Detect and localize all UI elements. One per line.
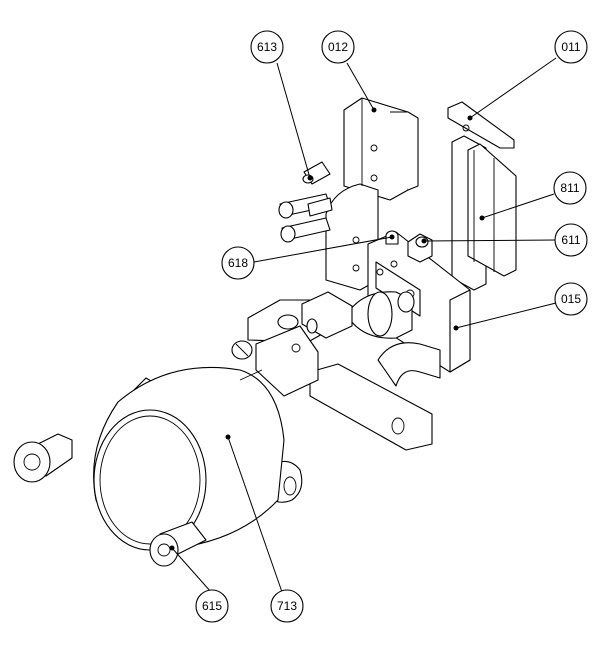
balloon-811: 811 xyxy=(553,171,587,205)
balloon-011-label: 011 xyxy=(561,40,580,54)
balloon-012-label: 012 xyxy=(328,40,348,54)
shaft-clamp xyxy=(231,291,415,397)
balloon-618: 618 xyxy=(221,246,255,280)
balloon-012: 012 xyxy=(321,30,355,64)
balloon-613-label: 613 xyxy=(257,40,277,54)
body-015 xyxy=(309,231,471,451)
screws-bracket xyxy=(278,193,333,243)
balloon-615-label: 615 xyxy=(202,599,222,613)
screw-611 xyxy=(407,233,433,263)
balloon-615: 615 xyxy=(195,589,229,623)
leader-dots xyxy=(169,107,485,551)
plate-011 xyxy=(447,101,517,291)
balloon-613: 613 xyxy=(250,30,284,64)
balloon-015: 015 xyxy=(554,282,588,316)
balloon-811-label: 811 xyxy=(560,181,579,195)
pin-613 xyxy=(302,161,331,185)
bracket-012 xyxy=(325,97,419,291)
balloon-713: 713 xyxy=(270,589,304,623)
leader-lines xyxy=(171,57,557,593)
balloon-713-label: 713 xyxy=(277,599,297,613)
balloon-015-label: 015 xyxy=(561,292,581,306)
balloon-618-label: 618 xyxy=(228,256,248,270)
cap-screw-loose xyxy=(13,433,73,483)
motor-713 xyxy=(93,366,303,551)
balloon-011: 011 xyxy=(554,30,588,64)
balloon-611-label: 611 xyxy=(561,233,580,247)
balloon-611: 611 xyxy=(554,223,588,257)
